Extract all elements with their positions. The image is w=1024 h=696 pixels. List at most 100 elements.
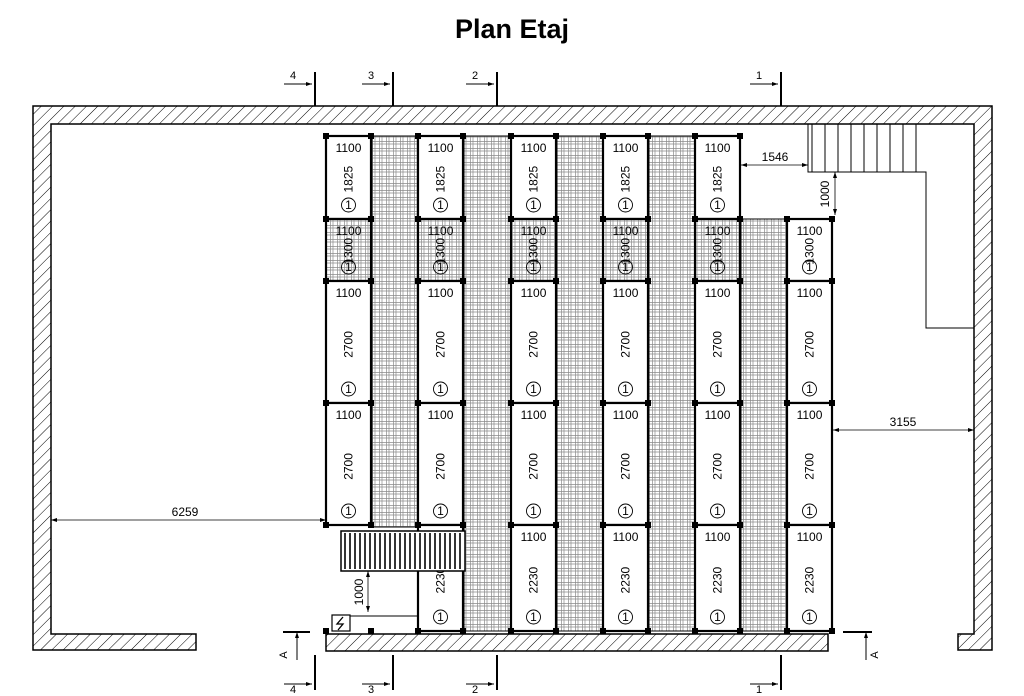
cell-width-label: 1100 [613, 224, 639, 238]
column-post [508, 628, 514, 634]
column-post [600, 133, 606, 139]
cell-width-label: 1100 [797, 224, 823, 238]
column-post [692, 216, 698, 222]
column-post [737, 522, 743, 528]
cell-symbol [433, 381, 448, 397]
aisle-grating [556, 135, 604, 632]
rack-cell [693, 134, 742, 221]
column-post [784, 400, 790, 406]
rack-cell [509, 217, 558, 283]
column-post [508, 278, 514, 284]
cell-symbol [802, 609, 817, 625]
cell-symbol-label: 1 [622, 504, 629, 518]
front-wall [325, 633, 829, 652]
axis-arrowhead [306, 82, 312, 86]
cell-height-label: 1825 [619, 165, 633, 192]
cell-symbol [710, 197, 725, 213]
rack-cell [509, 523, 558, 633]
rack-cell [601, 279, 650, 405]
cell-height-label: 1300 [803, 238, 817, 265]
cell-width-label: 1100 [705, 530, 731, 544]
cell-symbol-label: 1 [714, 382, 721, 396]
column-post [553, 278, 559, 284]
axis-arrowhead [384, 82, 390, 86]
dimension-arrow [366, 571, 370, 577]
column-post [553, 522, 559, 528]
cell-symbol-label: 1 [806, 504, 813, 518]
cell-height-label: 1300 [619, 238, 633, 265]
cell-symbol-label: 1 [530, 198, 537, 212]
column-post [600, 400, 606, 406]
rack-cell [785, 523, 834, 633]
column-post [600, 278, 606, 284]
dim-stair-depth: 1000 [818, 180, 832, 207]
cell-symbol [526, 197, 541, 213]
cell-height-label: 2700 [619, 453, 633, 480]
column-post [553, 216, 559, 222]
cell-width-label: 1100 [797, 530, 823, 544]
cell-symbol [618, 609, 633, 625]
column-post [829, 400, 835, 406]
cell-height-label: 1300 [527, 238, 541, 265]
column-post [692, 400, 698, 406]
cell-symbol [802, 503, 817, 519]
dimension-arrow [833, 428, 839, 432]
column-post [460, 278, 466, 284]
dimension-arrow [51, 518, 57, 522]
cell-width-label: 1100 [521, 286, 547, 300]
rack-cell [601, 523, 650, 633]
cell-symbol-label: 1 [806, 260, 813, 274]
cell-width-label: 1100 [705, 224, 731, 238]
column-post [645, 522, 651, 528]
cell-symbol-label: 1 [437, 504, 444, 518]
column-post [600, 628, 606, 634]
axis-label-bottom: 4 [290, 684, 296, 696]
cell-width-label: 1100 [336, 141, 362, 155]
cell-symbol [526, 381, 541, 397]
column-post [323, 522, 329, 528]
column-post [508, 522, 514, 528]
cell-width-label: 1100 [705, 408, 731, 422]
column-post [460, 522, 466, 528]
cell-height-label: 2230 [711, 566, 725, 593]
cell-width-label: 1100 [613, 141, 639, 155]
aisle-grating [740, 218, 788, 632]
cell-symbol-label: 1 [806, 610, 813, 624]
cell-symbol [710, 259, 725, 275]
axis-label-bottom: 3 [368, 684, 374, 696]
rack-cell [324, 217, 373, 283]
column-post [415, 278, 421, 284]
column-post [600, 216, 606, 222]
cell-symbol [526, 503, 541, 519]
cell-height-label: 2700 [619, 331, 633, 358]
rack-cell [601, 134, 650, 221]
cell-width-label: 1100 [336, 224, 362, 238]
cell-symbol-label: 1 [714, 504, 721, 518]
cell-width-label: 1100 [705, 141, 731, 155]
column-post [829, 628, 835, 634]
cell-width-label: 1100 [428, 286, 454, 300]
cell-symbol-label: 1 [714, 198, 721, 212]
column-post [323, 216, 329, 222]
column-post [784, 216, 790, 222]
column-post [415, 400, 421, 406]
cell-height-label: 1300 [711, 238, 725, 265]
cell-symbol [618, 259, 633, 275]
aisle-grating [463, 135, 512, 632]
cell-symbol-label: 1 [530, 260, 537, 274]
column-post [460, 216, 466, 222]
cell-width-label: 1100 [521, 141, 547, 155]
drawing-title: Plan Etaj [454, 14, 570, 44]
section-arrowhead [864, 632, 868, 638]
cell-width-label: 1100 [428, 408, 454, 422]
column-post [368, 278, 374, 284]
cell-height-label: 2700 [342, 331, 356, 358]
cell-symbol-label: 1 [714, 610, 721, 624]
column-post [692, 133, 698, 139]
cell-height-label: 1825 [342, 165, 356, 192]
cell-symbol [341, 503, 356, 519]
column-post [460, 400, 466, 406]
column-post [737, 400, 743, 406]
dim-lower-gap: 1000 [352, 578, 366, 605]
